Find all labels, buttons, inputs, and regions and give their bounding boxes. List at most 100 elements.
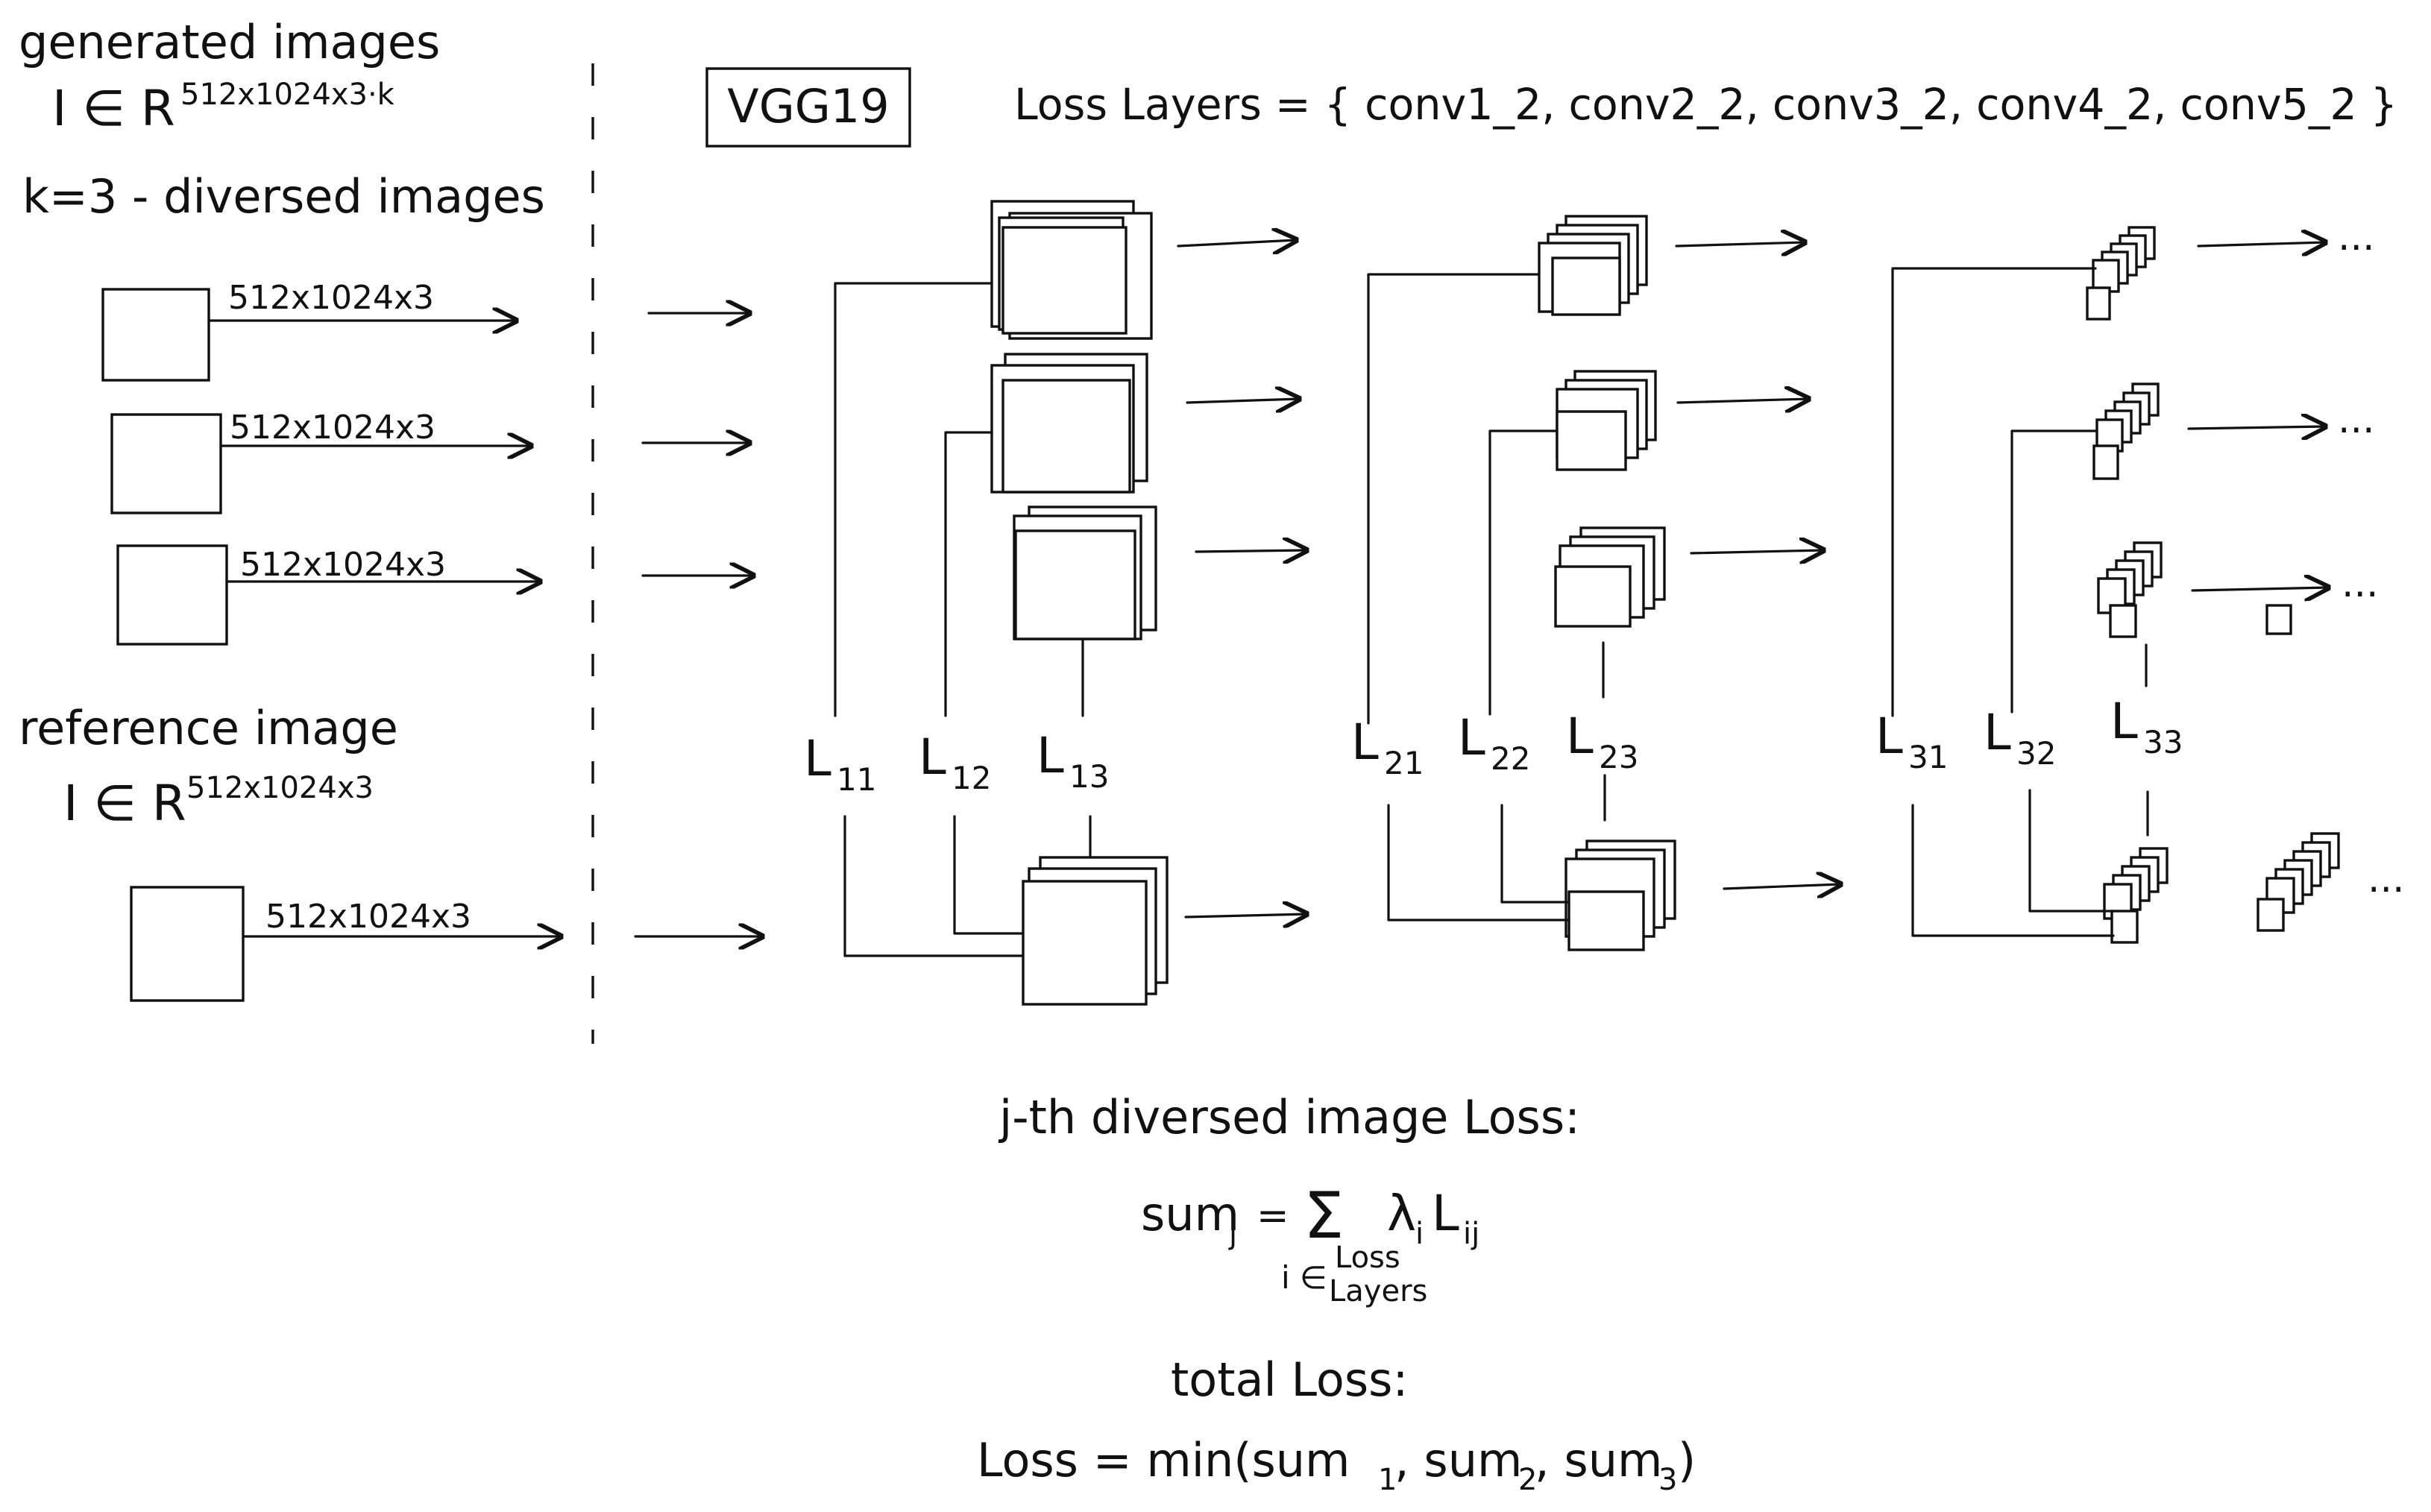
svg-text:, sum: , sum [1535,1433,1662,1487]
reference-image-size: 512x1024x3 [265,898,471,936]
svg-text:L: L [1875,708,1903,765]
stage1-out-arrow-ref [1184,914,1306,917]
loss-label-l12: L 12 [919,728,991,796]
connector-l12-bottom [953,815,1025,935]
feature-stack-s3-ref [2103,847,2169,944]
svg-text:2: 2 [1518,1463,1537,1497]
connector-l11-bottom [843,815,1025,957]
svg-text:L: L [1351,714,1379,771]
svg-text:21: 21 [1384,745,1424,781]
svg-text:L: L [1566,708,1594,765]
feature-stack-s2-gen1 [1538,215,1648,316]
stage2-out-arrow-1 [1675,242,1805,246]
svg-text:i ∈: i ∈ [1281,1259,1327,1296]
stage3-out-arrow-3 [2191,588,2328,590]
total-loss-formula: Loss = min(sum 1 , sum 2 , sum 3 ) [977,1433,1696,1497]
svg-text:33: 33 [2143,724,2183,760]
loss-label-l13: L 13 [1037,727,1109,795]
loss-label-l11: L 11 [804,730,876,798]
loss-label-l31: L 31 [1875,708,1948,775]
svg-text:22: 22 [1491,740,1530,777]
feature-stack-s4-ref [2257,832,2340,932]
stage4-feature-block [2265,604,2292,635]
stage1-out-arrow-2 [1186,399,1299,403]
svg-text:L: L [1984,704,2011,761]
reference-space-exponent: 512x1024x3 [186,771,374,805]
svg-text:Layers: Layers [1329,1274,1427,1308]
stage3-out-arrow-2 [2187,426,2325,429]
loss-label-l32: L 32 [1984,704,2056,772]
continuation-ref: ... [2368,857,2405,901]
generated-space-exponent: 512x1024x3·k [180,78,395,112]
svg-text:i: i [1415,1217,1424,1251]
generated-image-1-size: 512x1024x3 [228,279,434,317]
svg-text:ij: ij [1463,1217,1479,1251]
feature-stack-s3-gen3 [2097,541,2163,638]
svg-text:12: 12 [952,760,991,796]
generated-image-1 [101,288,210,382]
generated-image-3-size: 512x1024x3 [240,546,446,584]
generated-image-2 [110,413,222,514]
feature-stack-s3-gen1 [2086,226,2156,321]
connector-l31-top [1891,267,2097,717]
svg-text:sum: sum [1141,1187,1239,1241]
connector-l22-bottom [1500,804,1570,904]
total-loss-title: total Loss: [1171,1352,1408,1407]
feature-stack-s1-gen1 [990,200,1153,340]
continuation-1: ... [2338,215,2375,259]
vgg19-box [705,67,911,148]
svg-text:λ: λ [1387,1185,1416,1242]
connector-l32-top [2010,429,2098,714]
svg-text:3: 3 [1658,1463,1677,1497]
svg-text:Σ: Σ [1303,1179,1344,1253]
continuation-3: ... [2342,561,2379,606]
svg-text:Loss: Loss [1335,1241,1400,1275]
stage2-out-arrow-2 [1676,399,1808,403]
stage2-out-arrow-ref [1723,884,1840,889]
stage1-out-arrow-3 [1195,550,1306,552]
svg-text:L: L [919,728,946,786]
connector-l31-bottom [1911,804,2115,937]
feature-stack-s1-gen2 [990,353,1148,494]
loss-label-l22: L 22 [1458,709,1530,777]
k-diversed-note: k=3 - diversed images [22,169,545,224]
feature-stack-s2-gen2 [1556,370,1657,471]
svg-text:Loss = min(sum: Loss = min(sum [977,1433,1350,1487]
generated-images-title: generated images [19,15,440,69]
loss-layers-definition: Loss Layers = { conv1_2, conv2_2, conv3_… [1014,79,2397,130]
generated-image-2-size: 512x1024x3 [230,409,435,447]
connector-l22-top [1488,429,1559,716]
svg-text:, sum: , sum [1394,1433,1522,1487]
connector-l21-top [1367,273,1541,725]
svg-text:): ) [1678,1433,1696,1487]
svg-text:L: L [804,730,831,787]
connector-l21-bottom [1387,804,1570,922]
loss-label-l23: L 23 [1566,708,1638,775]
svg-text:13: 13 [1069,758,1109,795]
feature-stack-s2-gen3 [1554,526,1666,628]
feature-stack-s3-gen2 [2092,382,2160,480]
svg-text:L: L [1432,1185,1459,1242]
generated-space-label: I ∈ R [52,80,175,137]
stage3-out-arrow-1 [2197,242,2325,246]
svg-text:=: = [1257,1194,1289,1238]
svg-text:23: 23 [1599,739,1638,775]
svg-text:j: j [1228,1217,1237,1251]
reference-image [130,886,245,1002]
continuation-2: ... [2338,397,2375,442]
vgg19-label: VGG19 [727,79,889,133]
connector-l32-bottom [2028,789,2115,913]
svg-text:1: 1 [1378,1463,1397,1497]
loss-label-l33: L 33 [2110,693,2183,760]
svg-text:32: 32 [2016,735,2056,772]
connector-l12-top [944,431,993,717]
generated-image-3 [116,544,228,646]
svg-text:31: 31 [1908,739,1948,775]
jth-loss-title: j-th diversed image Loss: [998,1090,1580,1144]
feature-stack-s1-ref [1022,856,1169,1006]
stage1-out-arrow-1 [1177,240,1296,246]
reference-image-title: reference image [19,701,398,755]
svg-text:L: L [1458,709,1485,766]
svg-text:L: L [1037,727,1064,784]
